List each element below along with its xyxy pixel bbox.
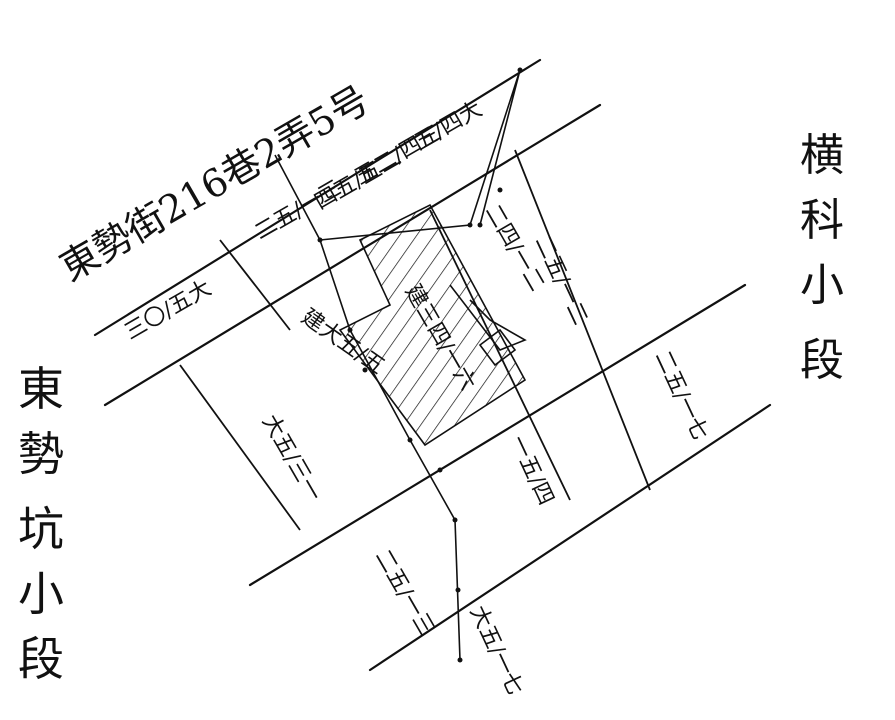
svg-text:東: 東	[18, 362, 64, 416]
building-hatched-parcel	[338, 203, 527, 447]
survey-marker-box	[478, 328, 517, 367]
parcel-label: 一五/四	[505, 432, 559, 509]
svg-text:小: 小	[800, 260, 844, 311]
parcel-label: 大五/三一	[257, 411, 326, 506]
survey-line-top	[319, 69, 521, 241]
section-right-label: 横 科 小 段	[800, 130, 844, 386]
svg-text:坑: 坑	[18, 502, 64, 556]
svg-text:勢: 勢	[18, 427, 64, 481]
boundary-cross-3	[514, 149, 651, 491]
survey-line-main	[274, 154, 461, 661]
svg-text:段: 段	[18, 632, 64, 686]
svg-text:小: 小	[18, 567, 64, 621]
boundary-cross-2	[219, 239, 291, 331]
section-left-label: 東 勢 坑 小 段	[18, 362, 64, 686]
parcel-label: 五二/四三	[351, 121, 446, 190]
parcel-label: 大五/一七	[465, 602, 528, 699]
svg-text:段: 段	[800, 335, 844, 386]
survey-line-mid	[449, 284, 527, 351]
parcel-row-line-1	[248, 283, 747, 587]
boundary-cross-1	[179, 364, 301, 531]
svg-text:科: 科	[800, 195, 844, 246]
parcel-row-line-2	[368, 403, 772, 672]
parcel-label: 二五/一三	[370, 546, 439, 641]
parcel-label: 二五/一七	[650, 347, 713, 444]
svg-text:横: 横	[800, 130, 844, 181]
survey-points	[317, 67, 523, 663]
road-edge-upper	[93, 58, 542, 337]
parcel-label: 二五/一三	[251, 176, 346, 245]
